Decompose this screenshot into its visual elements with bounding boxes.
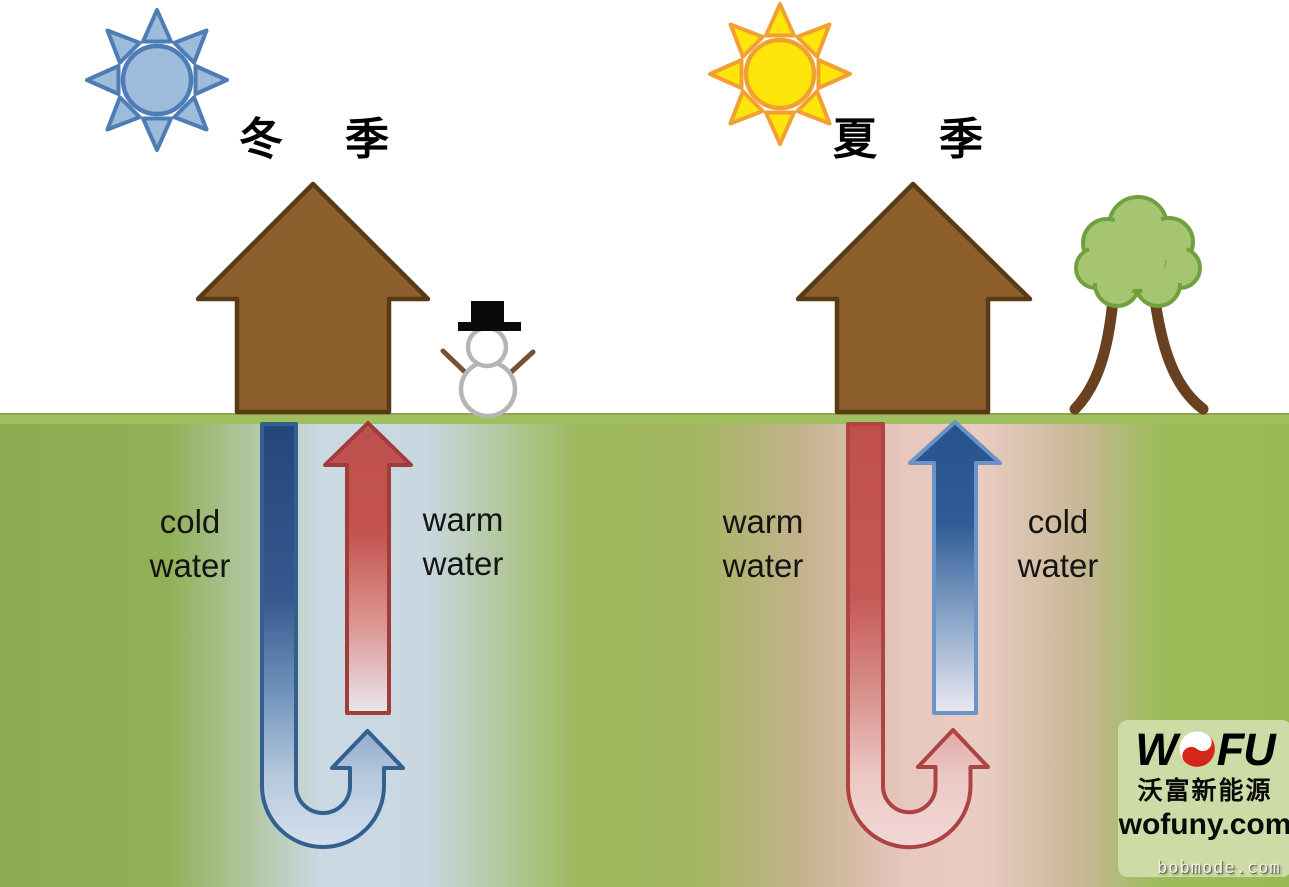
winter-cold-water-label: cold water [149, 503, 231, 584]
wofu-logo-panel: W FU 沃富新能源 wofuny.com [1118, 720, 1289, 877]
wofu-wordmark-prefix: W [1135, 723, 1177, 775]
summer-house [795, 181, 1033, 415]
winter-season-title: 冬 季 [239, 118, 389, 162]
winter-warm-water-label: warm water [422, 501, 504, 582]
snowman-icon [440, 301, 536, 419]
wofu-swirl-icon [1178, 731, 1215, 767]
summer-season-char-2: 季 [939, 115, 983, 164]
winter-season-char-1: 冬 [239, 115, 283, 164]
wofu-company-name: 沃富新能源 [1137, 777, 1273, 805]
tree-icon [1069, 195, 1209, 415]
watermark-text: bobmode.com [1157, 858, 1281, 878]
winter-warm-up-arrow [323, 421, 413, 715]
underground-area [0, 424, 1289, 887]
ground-surface-strip [0, 413, 1289, 424]
wofu-wordmark-suffix: FU [1216, 723, 1276, 775]
winter-season-char-2: 季 [345, 115, 389, 164]
winter-house [195, 181, 431, 415]
winter-sun-icon [85, 8, 229, 152]
summer-cold-water-label: cold water [1017, 503, 1099, 584]
summer-cold-up-arrow [908, 420, 1002, 715]
summer-warm-water-label: warm water [722, 503, 804, 584]
summer-season-char-1: 夏 [833, 115, 877, 164]
wofu-website: wofuny.com [1118, 808, 1289, 841]
summer-warm-down-pipe [846, 422, 990, 850]
summer-sun-icon [708, 2, 852, 146]
winter-cold-down-pipe [260, 422, 405, 849]
summer-season-title: 夏 季 [833, 118, 983, 162]
wofu-wordmark: W FU [1118, 726, 1289, 772]
